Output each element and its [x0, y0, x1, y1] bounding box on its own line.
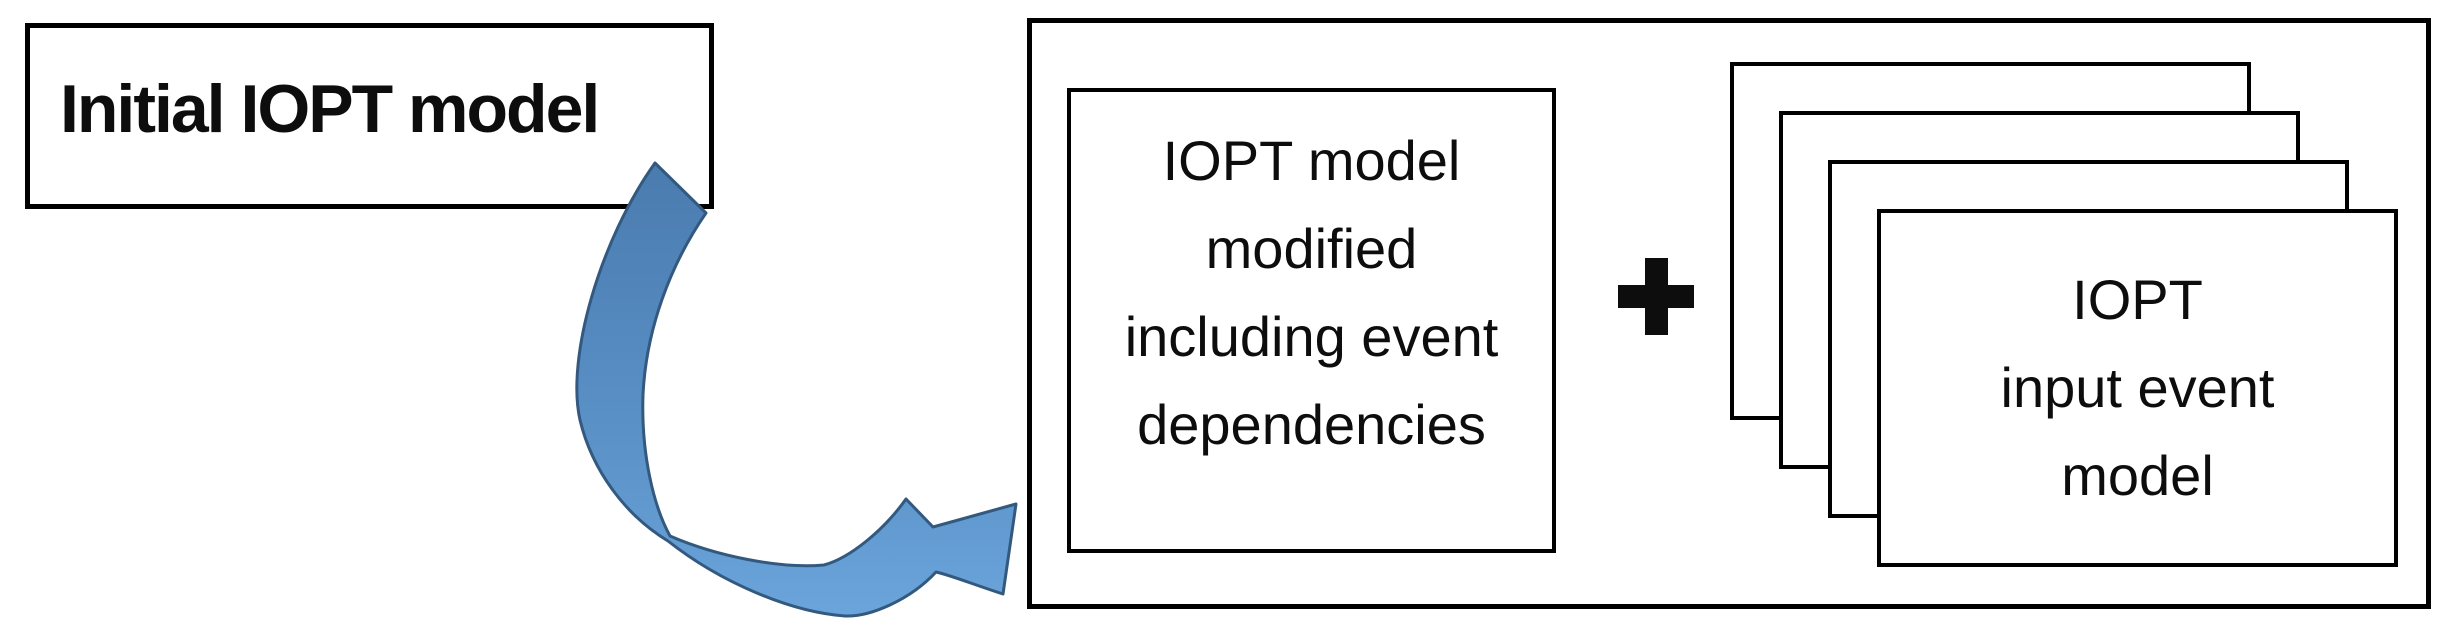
iopt-input-event-model-card: IOPT input event model	[1877, 209, 2398, 567]
plus-icon	[1618, 258, 1694, 335]
modified-box-line-1: IOPT model	[1162, 129, 1461, 192]
front-card-line-2: input event	[2000, 356, 2275, 419]
modified-box-line-2: modified	[1205, 217, 1418, 280]
initial-iopt-model-label: Initial IOPT model	[60, 71, 600, 147]
modified-box-line-4: dependencies	[1137, 393, 1486, 456]
plus-icon-vertical-bar	[1645, 258, 1668, 335]
front-card-line-3: model	[2061, 444, 2214, 507]
initial-iopt-model-box: Initial IOPT model	[25, 23, 714, 209]
front-card-line-1: IOPT	[2072, 268, 2203, 331]
modified-box-line-3: including event	[1124, 305, 1499, 368]
modified-iopt-model-box: IOPT model modified including event depe…	[1067, 88, 1556, 553]
